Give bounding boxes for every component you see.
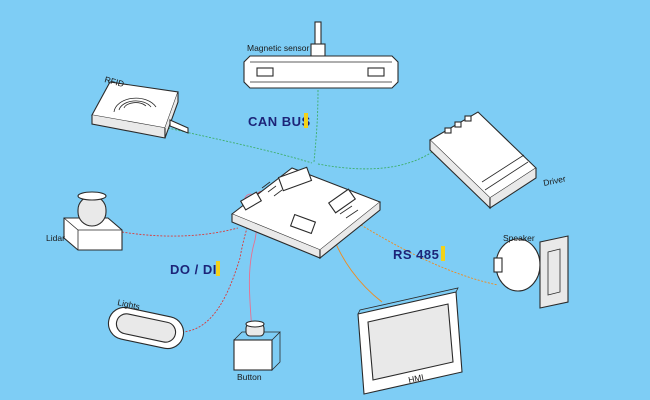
can-bus-marker [304,113,308,128]
do-di-marker [216,261,220,276]
lidar-device [63,191,123,251]
label-magnetic-sensor: Magnetic sensor [247,43,310,53]
label-rfid: RFID [103,74,125,89]
hmi-device [357,287,463,395]
label-can-bus: CAN BUS [248,114,311,129]
wire-lidar [121,227,239,237]
label-driver: Driver [542,173,566,188]
lights-device [107,306,185,350]
wire-driver-can [317,149,436,170]
controller-board [230,166,382,260]
button-device [233,320,281,371]
wire-magnetic-can [313,89,319,163]
speaker-device [493,235,569,309]
label-hmi: HMI [407,372,424,385]
driver-device [429,111,537,210]
rs485-marker [441,246,445,261]
rfid-device [91,81,189,139]
label-speaker: Speaker [503,233,535,243]
label-button: Button [237,372,262,382]
label-lidar: Lidar [46,233,65,243]
label-rs485: RS 485 [393,247,439,262]
magnetic-sensor-device [243,21,399,89]
label-do-di: DO / DI [170,262,217,277]
label-lights: Lights [117,297,141,311]
wire-lights-dodi [181,209,253,333]
wire-rfid-can [167,127,313,164]
